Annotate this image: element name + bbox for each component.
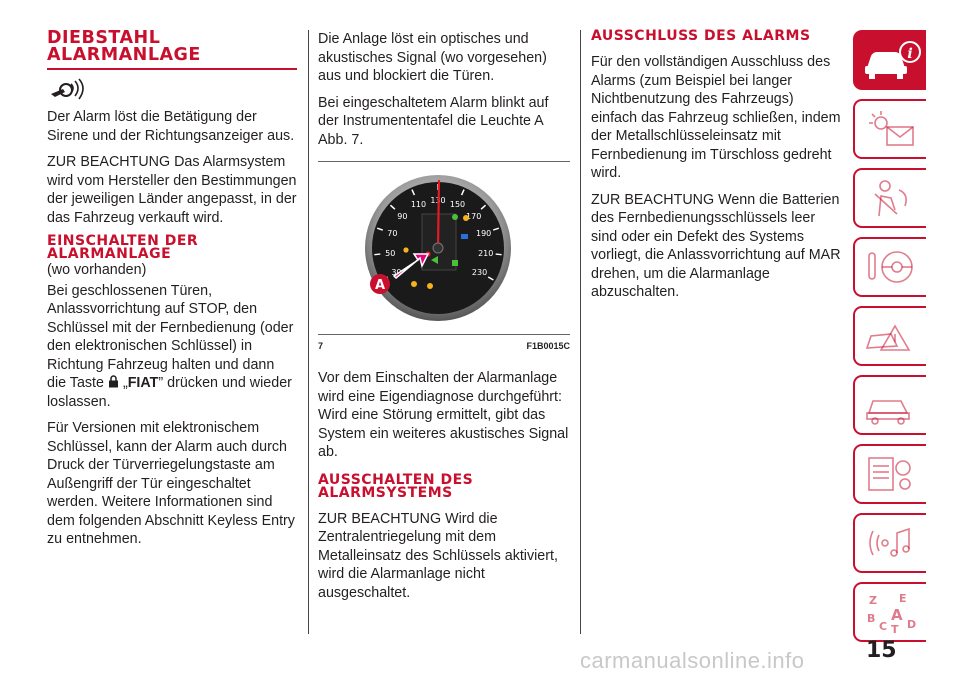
technical-data-icon xyxy=(867,457,911,491)
gauge-tick-marks xyxy=(374,184,502,281)
index-letter: D xyxy=(907,618,916,631)
gauge-tick xyxy=(376,227,384,231)
figure-code: F1B0015C xyxy=(526,341,570,351)
tab-technical-data[interactable] xyxy=(853,444,926,504)
paragraph-keyless: Für Versionen mit elektronischem Schlüss… xyxy=(47,420,295,547)
note-paragraph: ZUR BEACHTUNG Wenn die Batterien des Fer… xyxy=(591,191,841,301)
column-2: Die Anlage löst ein optisches und akusti… xyxy=(318,30,570,610)
steering-wheel-icon xyxy=(867,251,913,283)
subsection-title-ausschalten: AUSSCHALTEN DES ALARMSYSTEMS xyxy=(318,471,474,501)
paragraph-activation: Bei geschlossenen Türen, Anlassvorrichtu… xyxy=(47,282,297,412)
column-divider-2 xyxy=(580,30,581,634)
note-paragraph: ZUR BEACHTUNG Wird die Zentralentriegelu… xyxy=(318,510,558,601)
car-info-icon: i xyxy=(864,41,921,79)
figure-caption: 7 F1B0015C xyxy=(318,341,570,351)
subsection-title-einschalten: EINSCHALTEN DER ALARMANLAGE xyxy=(47,233,199,262)
subsection-note: (wo vorhanden) xyxy=(47,262,147,278)
index-letter: B xyxy=(867,612,875,625)
quote-open: „ xyxy=(122,375,128,391)
gauge-tick-label: 70 xyxy=(387,229,397,238)
index-letter: E xyxy=(899,592,907,605)
paragraph: Vor dem Einschalten der Alarmanlage wird… xyxy=(318,370,569,460)
page-number: 15 xyxy=(866,638,897,663)
tab-starting-driving[interactable] xyxy=(853,237,926,297)
activation-text-end: ” drücken und wieder loslassen. xyxy=(47,375,292,410)
gauge-tick xyxy=(389,204,396,210)
callout-a-circle xyxy=(370,274,390,294)
title-underline xyxy=(47,68,297,70)
tab-emergency[interactable] xyxy=(853,306,926,366)
gauge-tick-label: 230 xyxy=(472,268,487,277)
gauge-tick xyxy=(374,253,381,256)
gauge-tick-label: 50 xyxy=(385,249,395,258)
gauge-tick-label: 170 xyxy=(466,212,481,221)
tab-warning-lights[interactable] xyxy=(853,99,926,159)
gauge-tick-label: 30 xyxy=(391,268,401,277)
emergency-car-icon xyxy=(865,324,910,351)
multimedia-icon xyxy=(868,527,910,557)
index-letter: C xyxy=(879,620,887,633)
lock-icon xyxy=(108,375,118,388)
warning-lights-icon xyxy=(868,111,914,146)
gauge-tick xyxy=(460,189,465,196)
gauge-tick-label: 190 xyxy=(476,229,491,238)
paragraph: Die Anlage löst ein optisches und akusti… xyxy=(318,31,547,84)
gauge-tick xyxy=(411,189,416,196)
section-title-ausschluss: AUSSCHLUSS DES ALARMS xyxy=(591,28,811,44)
column-divider-1 xyxy=(308,30,309,634)
tab-multimedia[interactable] xyxy=(853,513,926,573)
chapter-tabs: i xyxy=(853,30,926,651)
gauge-tick xyxy=(495,253,502,256)
pointer-arrow xyxy=(392,253,430,280)
tab-car-info[interactable]: i xyxy=(853,30,926,90)
tab-safety[interactable] xyxy=(853,168,926,228)
gauge-tick-label: 110 xyxy=(411,200,426,209)
index-letter: A xyxy=(891,606,903,624)
gauge-tick-label: 210 xyxy=(478,249,493,258)
gauge-tick xyxy=(480,204,487,210)
index-letter: T xyxy=(891,623,899,634)
svg-text:i: i xyxy=(907,46,912,62)
paragraph: Bei eingeschaltetem Alarm blinkt auf der… xyxy=(318,94,549,148)
paragraph: Für den vollständigen Ausschluss des Ala… xyxy=(591,54,841,181)
column-3: AUSSCHLUSS DES ALARMS Für den vollständi… xyxy=(591,28,843,310)
gauge-tick xyxy=(492,227,500,231)
tab-maintenance[interactable] xyxy=(853,375,926,435)
watermark: carmanualsonline.info xyxy=(580,648,805,673)
activation-text: Bei geschlossenen Türen, Anlassvorrichtu… xyxy=(47,282,294,392)
index-letter: Z xyxy=(869,594,877,607)
figure-number: 7 xyxy=(318,341,324,351)
note-paragraph: ZUR BEACHTUNG Das Alarmsystem wird vom H… xyxy=(47,154,297,226)
speedometer-illustration: 30507090110130150170190210230 A xyxy=(365,175,511,321)
gauge-tick-label: 150 xyxy=(450,200,465,209)
gauge-tick-label: 90 xyxy=(397,212,407,221)
paragraph: Der Alarm löst die Betätigung der Sirene… xyxy=(47,109,295,144)
airbag-safety-icon xyxy=(873,180,907,217)
tab-index[interactable]: Z E B A C T D xyxy=(853,582,926,642)
gauge-tick xyxy=(487,276,494,281)
column-1: DIEBSTAHL ALARMANLAGE Der Alarm löst die… xyxy=(47,28,297,557)
indicator-lights xyxy=(403,214,469,289)
alarm-key-icon xyxy=(49,78,297,102)
fiat-label: FIAT xyxy=(127,375,159,391)
figure-speedometer: 30507090110130150170190210230 A xyxy=(318,161,570,335)
section-title-diebstahl: DIEBSTAHL ALARMANLAGE xyxy=(47,28,201,65)
index-letters-icon: Z E B A C T D xyxy=(867,592,916,634)
callout-a-label: A xyxy=(375,278,385,293)
car-maintenance-icon xyxy=(865,400,910,425)
